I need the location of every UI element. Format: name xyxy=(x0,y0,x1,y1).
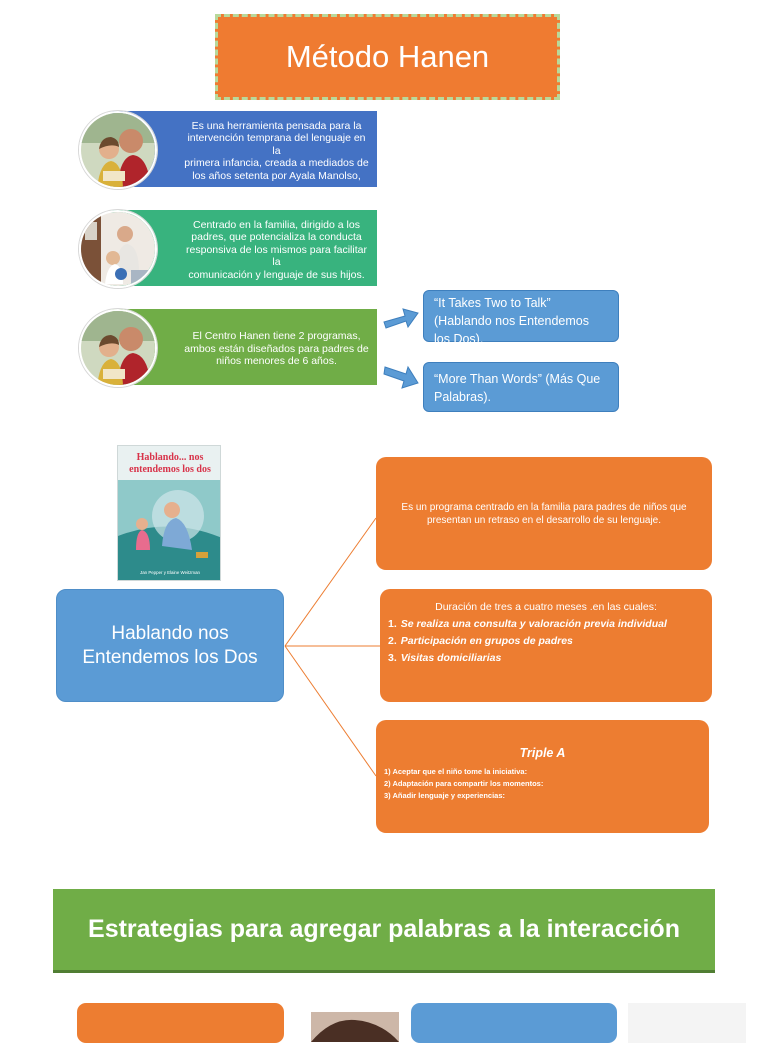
intro-2-line-3: responsiva de los mismos para facilitar … xyxy=(186,243,367,269)
book-cover-image: Hablando... nos entendemos los dos Jan P… xyxy=(117,445,221,581)
strategies-title: Estrategias para agregar palabras a la i… xyxy=(88,915,680,943)
bottom-blue-box xyxy=(411,1003,617,1043)
avatar-family-playing-photo xyxy=(79,210,157,288)
program-2-line-2: Palabras). xyxy=(434,390,491,404)
intro-2-line-2: padres, que potencializa la conducta xyxy=(191,231,362,244)
program-box-more-than-words: “More Than Words” (Más Que Palabras). xyxy=(423,362,619,412)
bottom-photo-image xyxy=(311,1012,399,1042)
program-1-line-1: “It Takes Two to Talk” xyxy=(434,296,551,310)
arrow-down-right-icon xyxy=(383,365,419,389)
program-2-line-1: “More Than Words” (Más Que xyxy=(434,372,601,386)
duration-item: 2.Participación en grupos de padres xyxy=(388,635,573,647)
duration-item: 3.Visitas domiciliarias xyxy=(388,652,502,664)
central-node-hablando: Hablando nos Entendemos los Dos xyxy=(56,589,284,702)
page-title-text: Método Hanen xyxy=(285,39,490,74)
triple-a-step: 1) Aceptar que el niño tome la iniciativ… xyxy=(384,767,528,776)
intro-3-line-1: El Centro Hanen tiene 2 programas, xyxy=(192,330,361,343)
avatar-father-child-photo-2 xyxy=(79,309,157,387)
intro-2-line-4: comunicación y lenguaje de sus hijos. xyxy=(188,268,365,281)
book-title-line-2: entendemos los dos xyxy=(129,464,211,475)
duration-list: 1.Se realiza una consulta y valoración p… xyxy=(388,618,704,664)
intro-1-line-4: los años setenta por Ayala Manolso, xyxy=(192,169,361,182)
strategies-banner: Estrategias para agregar palabras a la i… xyxy=(53,889,715,973)
duration-heading: Duración de tres a cuatro meses .en las … xyxy=(435,601,657,613)
triple-a-step: 2) Adaptación para compartir los momento… xyxy=(384,779,544,788)
description-box: Es un programa centrado en la familia pa… xyxy=(376,457,712,570)
duration-item: 1.Se realiza una consulta y valoración p… xyxy=(388,618,667,630)
description-text: Es un programa centrado en la familia pa… xyxy=(401,501,687,526)
bottom-faint-image xyxy=(628,1003,746,1043)
intro-1-line-3: primera infancia, creada a mediados de xyxy=(184,157,369,170)
duration-box: Duración de tres a cuatro meses .en las … xyxy=(380,589,712,702)
intro-1-line-2: intervención temprana del lenguaje en la xyxy=(187,132,366,157)
bottom-orange-box xyxy=(77,1003,284,1043)
central-node-label: Hablando nos Entendemos los Dos xyxy=(82,622,258,668)
book-authors: Jan Pepper y Elaine Weitzman xyxy=(140,570,201,575)
book-title-line-1: Hablando... nos xyxy=(137,452,204,463)
triple-a-step: 3) Añadir lenguaje y experiencias: xyxy=(384,791,506,800)
program-1-line-3: los Dos), xyxy=(434,332,484,346)
intro-2-line-1: Centrado en la familia, dirigido a los xyxy=(193,218,360,231)
intro-1-line-1: Es una herramienta pensada para la xyxy=(191,119,362,132)
intro-3-line-3: niños menores de 6 años. xyxy=(216,355,337,368)
program-1-line-2: (Hablando nos Entendemos xyxy=(434,314,589,328)
program-box-it-takes-two: “It Takes Two to Talk” (Hablando nos Ent… xyxy=(423,290,619,346)
page-title: Método Hanen xyxy=(215,14,560,100)
arrow-up-right-icon xyxy=(383,308,419,329)
triple-a-box: Triple A 1) Aceptar que el niño tome la … xyxy=(376,720,709,833)
intro-3-line-2: ambos están diseñados para padres de xyxy=(184,342,369,355)
triple-a-heading: Triple A xyxy=(519,746,566,760)
avatar-father-child-photo xyxy=(79,111,157,189)
